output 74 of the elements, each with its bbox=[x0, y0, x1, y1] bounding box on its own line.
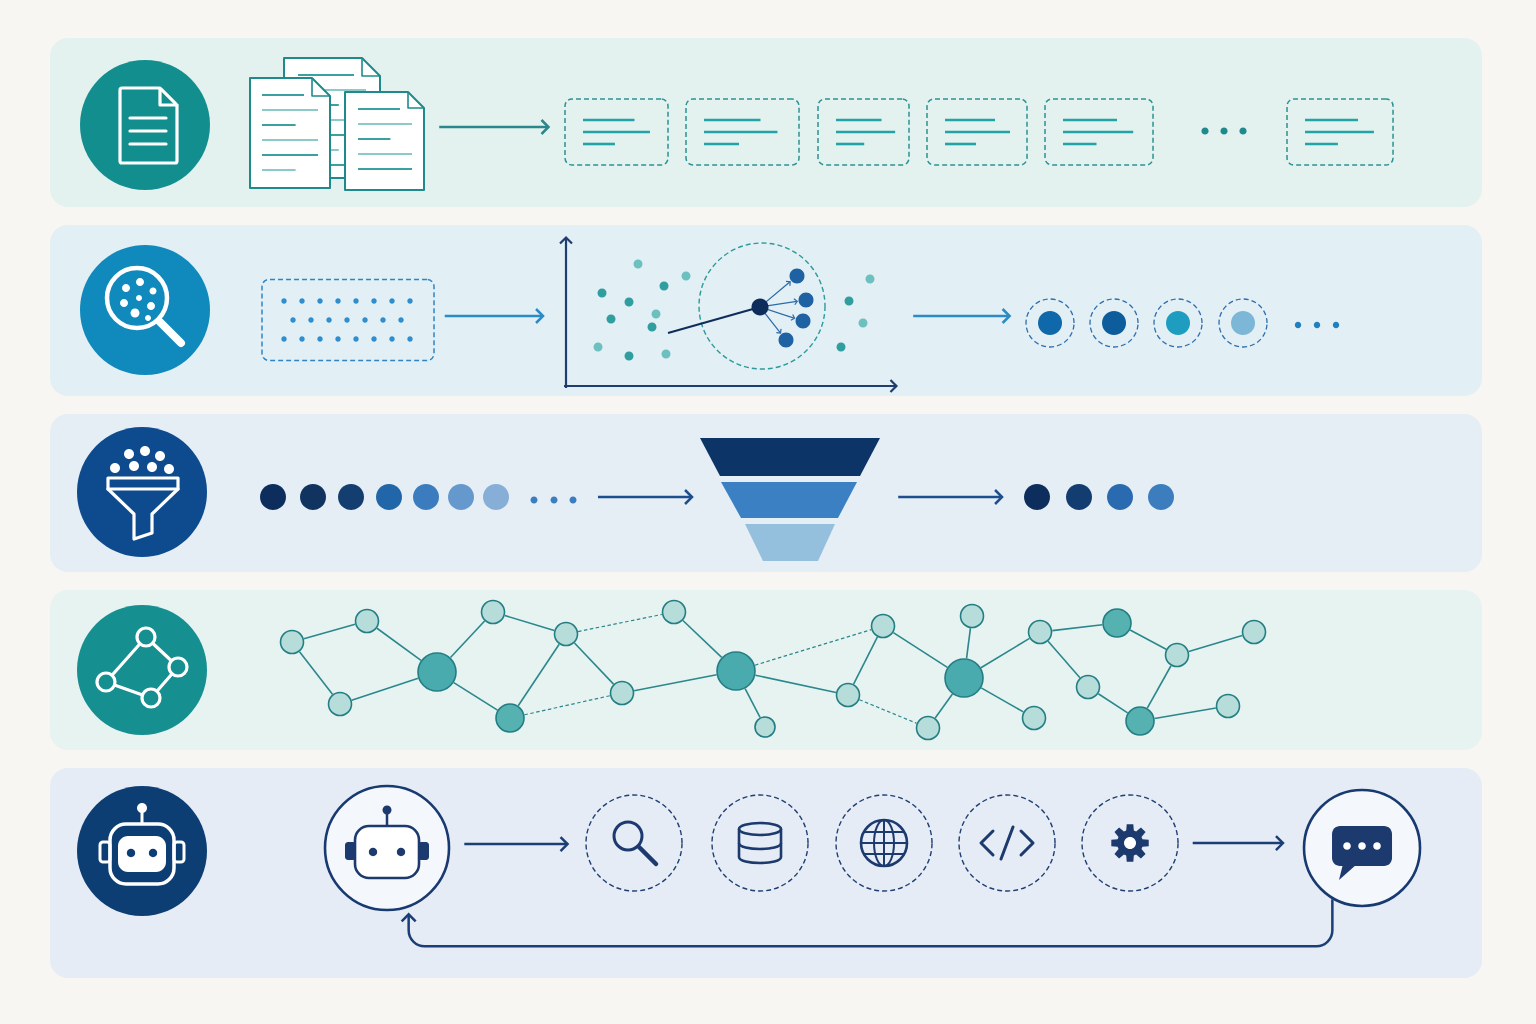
line bbox=[1153, 707, 1217, 720]
line bbox=[852, 636, 879, 685]
line bbox=[934, 693, 954, 719]
line bbox=[1047, 640, 1081, 679]
graph-node bbox=[495, 703, 525, 733]
line bbox=[350, 677, 419, 701]
line bbox=[573, 642, 615, 685]
dashed-line bbox=[858, 699, 918, 724]
dot bbox=[260, 484, 286, 510]
line bbox=[744, 687, 761, 719]
line bbox=[1051, 623, 1104, 632]
graph-node bbox=[609, 680, 635, 706]
graph-node bbox=[835, 682, 861, 708]
arrow bbox=[439, 119, 551, 135]
arrow bbox=[1192, 835, 1285, 851]
dot bbox=[1148, 484, 1174, 510]
graph-node bbox=[1075, 674, 1101, 700]
line bbox=[892, 631, 949, 669]
dashed-line bbox=[523, 695, 611, 716]
dashed-line bbox=[577, 613, 663, 633]
dot bbox=[300, 484, 326, 510]
graph-node bbox=[553, 621, 579, 647]
line bbox=[980, 687, 1025, 713]
arrow bbox=[598, 489, 694, 505]
arrow bbox=[444, 308, 545, 324]
graph-node bbox=[1241, 619, 1267, 645]
graph-node bbox=[1125, 706, 1155, 736]
document-stack bbox=[249, 57, 425, 191]
arrow bbox=[400, 899, 1334, 948]
dot bbox=[1107, 484, 1133, 510]
graph-node bbox=[1164, 642, 1190, 668]
graph-node bbox=[417, 652, 457, 692]
dot bbox=[448, 484, 474, 510]
arrow bbox=[913, 308, 1012, 324]
arrow bbox=[464, 836, 570, 852]
line bbox=[303, 623, 356, 640]
graph-node bbox=[480, 599, 506, 625]
line bbox=[980, 637, 1031, 669]
line bbox=[1188, 634, 1244, 653]
dot bbox=[338, 484, 364, 510]
dot bbox=[483, 484, 509, 510]
line bbox=[298, 650, 334, 696]
line bbox=[1129, 629, 1167, 650]
dot bbox=[1066, 484, 1092, 510]
line bbox=[1097, 692, 1129, 714]
graph-node bbox=[279, 629, 305, 655]
graph-node bbox=[870, 613, 896, 639]
line bbox=[1146, 664, 1172, 709]
line bbox=[503, 614, 556, 632]
graph-node bbox=[915, 715, 941, 741]
dot bbox=[376, 484, 402, 510]
line bbox=[633, 673, 718, 692]
line bbox=[682, 619, 723, 659]
graph-node bbox=[1102, 608, 1132, 638]
dashed-line bbox=[754, 629, 872, 666]
funnel bbox=[700, 438, 880, 561]
graph-node bbox=[661, 599, 687, 625]
arrow bbox=[898, 489, 1004, 505]
graph-node bbox=[354, 608, 380, 634]
graph-node bbox=[1021, 705, 1047, 731]
line bbox=[376, 627, 422, 662]
graph-node bbox=[944, 658, 984, 698]
dot bbox=[413, 484, 439, 510]
graph-node bbox=[716, 651, 756, 691]
graph-node bbox=[327, 691, 353, 717]
line bbox=[517, 643, 560, 707]
graph-node bbox=[1027, 619, 1053, 645]
graph-node bbox=[1215, 693, 1241, 719]
line bbox=[452, 681, 499, 711]
graph-node bbox=[959, 603, 985, 629]
dot bbox=[1024, 484, 1050, 510]
line bbox=[449, 620, 486, 659]
line bbox=[965, 627, 972, 660]
line bbox=[754, 674, 837, 694]
